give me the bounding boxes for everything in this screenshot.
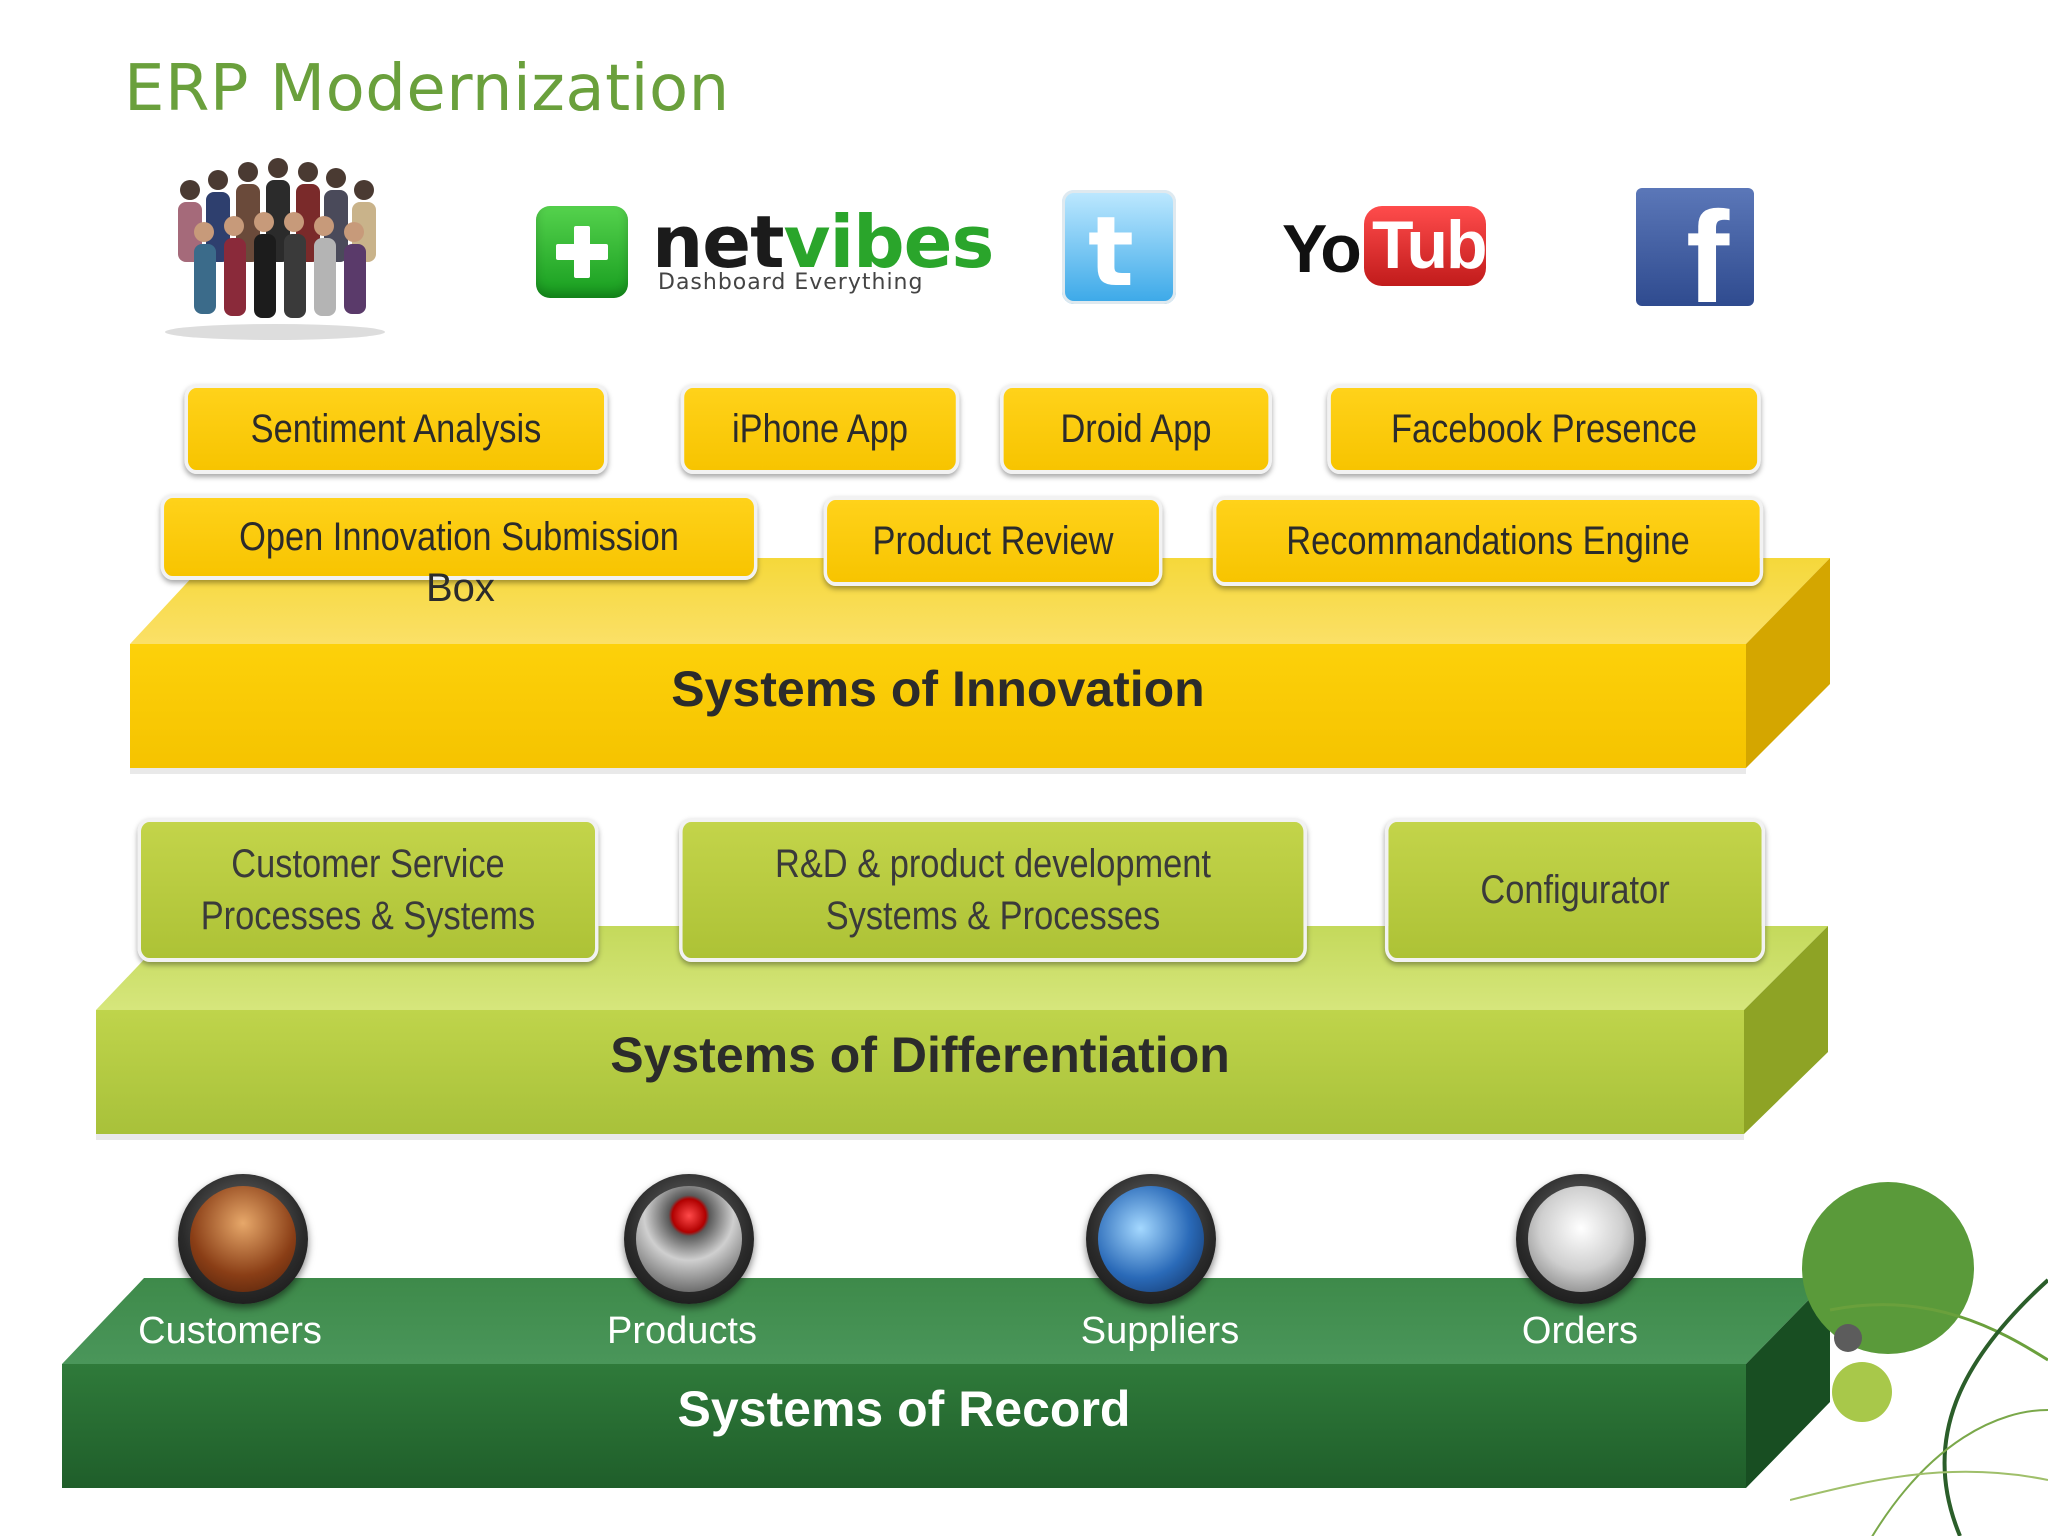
- people-group-image: [165, 158, 385, 340]
- droid-app-box: Droid App: [1000, 384, 1272, 474]
- sentiment-analysis-box: Sentiment Analysis: [184, 384, 608, 474]
- youtube-logo-tube: Tube: [1364, 206, 1523, 286]
- suppliers-icon: [1086, 1174, 1216, 1304]
- decorative-leaf-graphic: [1790, 1182, 2048, 1536]
- open-innovation-submission-box: Open Innovation Submission: [160, 494, 758, 580]
- open-innovation-overflow-text: Box: [426, 566, 495, 610]
- netvibes-logo-text: netvibes: [652, 200, 994, 284]
- record-item-products: Products: [607, 1310, 757, 1352]
- customers-icon: [178, 1174, 308, 1304]
- record-layer-label: Systems of Record: [677, 1381, 1131, 1437]
- recommendations-engine-box: Recommandations Engine: [1212, 496, 1764, 586]
- record-item-suppliers: Suppliers: [1080, 1310, 1240, 1352]
- products-icon: [624, 1174, 754, 1304]
- differentiation-layer-label: Systems of Differentiation: [610, 1027, 1230, 1083]
- innovation-layer-label: Systems of Innovation: [671, 661, 1205, 717]
- record-item-customers: Customers: [138, 1310, 322, 1352]
- orders-icon: [1516, 1174, 1646, 1304]
- configurator-box: Configurator: [1384, 818, 1766, 962]
- page-title: ERP Modernization: [124, 52, 730, 126]
- facebook-logo-icon: f: [1636, 188, 1754, 306]
- facebook-presence-box: Facebook Presence: [1327, 384, 1761, 474]
- netvibes-logo-icon: [536, 206, 628, 298]
- product-review-box: Product Review: [823, 496, 1163, 586]
- netvibes-tagline: Dashboard Everything: [658, 270, 924, 295]
- twitter-logo-icon: t: [1062, 190, 1176, 304]
- record-item-orders: Orders: [1521, 1310, 1639, 1352]
- iphone-app-box: iPhone App: [680, 384, 960, 474]
